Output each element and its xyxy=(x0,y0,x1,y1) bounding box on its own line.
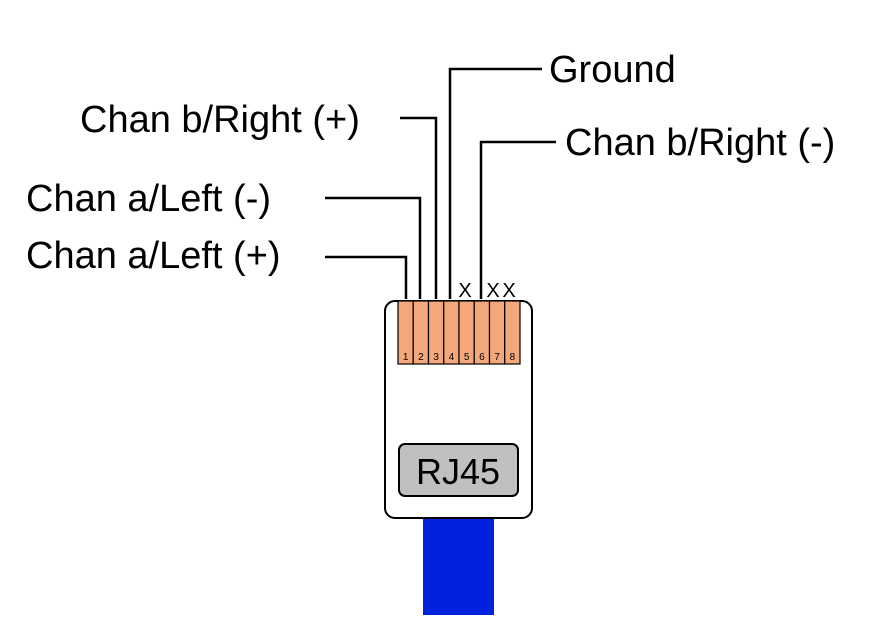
pin-number-2: 2 xyxy=(418,352,424,363)
no-connect-mark-pin-5: X xyxy=(458,280,471,302)
label-chan-a-left-plus: Chan a/Left (+) xyxy=(26,235,281,277)
pin-number-5: 5 xyxy=(464,352,470,363)
wire-pin-6 xyxy=(479,140,556,299)
wire-pin-4 xyxy=(448,67,542,299)
pin-number-8: 8 xyxy=(510,352,516,363)
contact-pin-8 xyxy=(504,300,521,365)
wire-pin-1 xyxy=(325,255,408,299)
label-ground: Ground xyxy=(549,49,676,91)
plug-label: RJ45 xyxy=(416,451,500,492)
pin-number-4: 4 xyxy=(449,352,455,363)
pin-number-7: 7 xyxy=(494,352,500,363)
pin-number-6: 6 xyxy=(479,352,485,363)
wire-pin-2 xyxy=(325,196,422,299)
wire-pin-3 xyxy=(400,116,438,299)
plug-label-box xyxy=(398,443,519,497)
no-connect-mark-pin-7: X xyxy=(486,280,499,302)
wire-group xyxy=(325,67,556,299)
label-chan-a-left-minus: Chan a/Left (-) xyxy=(26,178,271,220)
no-connect-mark-pin-8: X xyxy=(502,280,515,302)
label-chan-b-right-minus: Chan b/Right (-) xyxy=(565,122,835,164)
cable xyxy=(423,517,494,615)
pin-number-1: 1 xyxy=(403,352,409,363)
pin-number-3: 3 xyxy=(433,352,439,363)
label-chan-b-right-plus: Chan b/Right (+) xyxy=(80,99,360,141)
